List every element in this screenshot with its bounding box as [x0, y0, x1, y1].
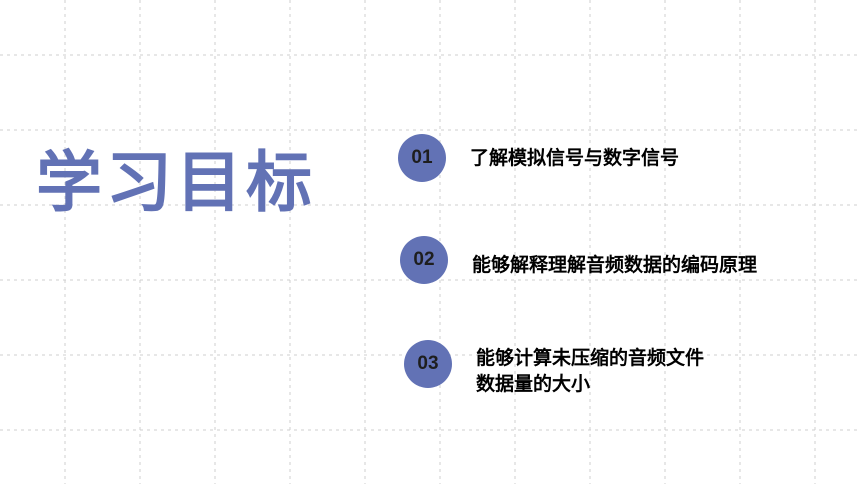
objective-text: 能够计算未压缩的音频文件 数据量的大小 [476, 345, 704, 397]
objective-number-badge: 03 [404, 340, 452, 388]
objective-text-line: 能够计算未压缩的音频文件 [476, 347, 705, 369]
objective-number-badge: 02 [400, 236, 448, 284]
objective-number-badge: 01 [398, 134, 446, 182]
objective-text-line: 了解模拟信号与数字信号 [470, 147, 680, 169]
objective-text-line: 数据量的大小 [476, 373, 591, 395]
objective-text: 了解模拟信号与数字信号 [470, 145, 679, 171]
page-title: 学习目标 [36, 144, 316, 221]
objective-text: 能够解释理解音频数据的编码原理 [472, 252, 757, 278]
objective-text-line: 能够解释理解音频数据的编码原理 [472, 254, 758, 276]
